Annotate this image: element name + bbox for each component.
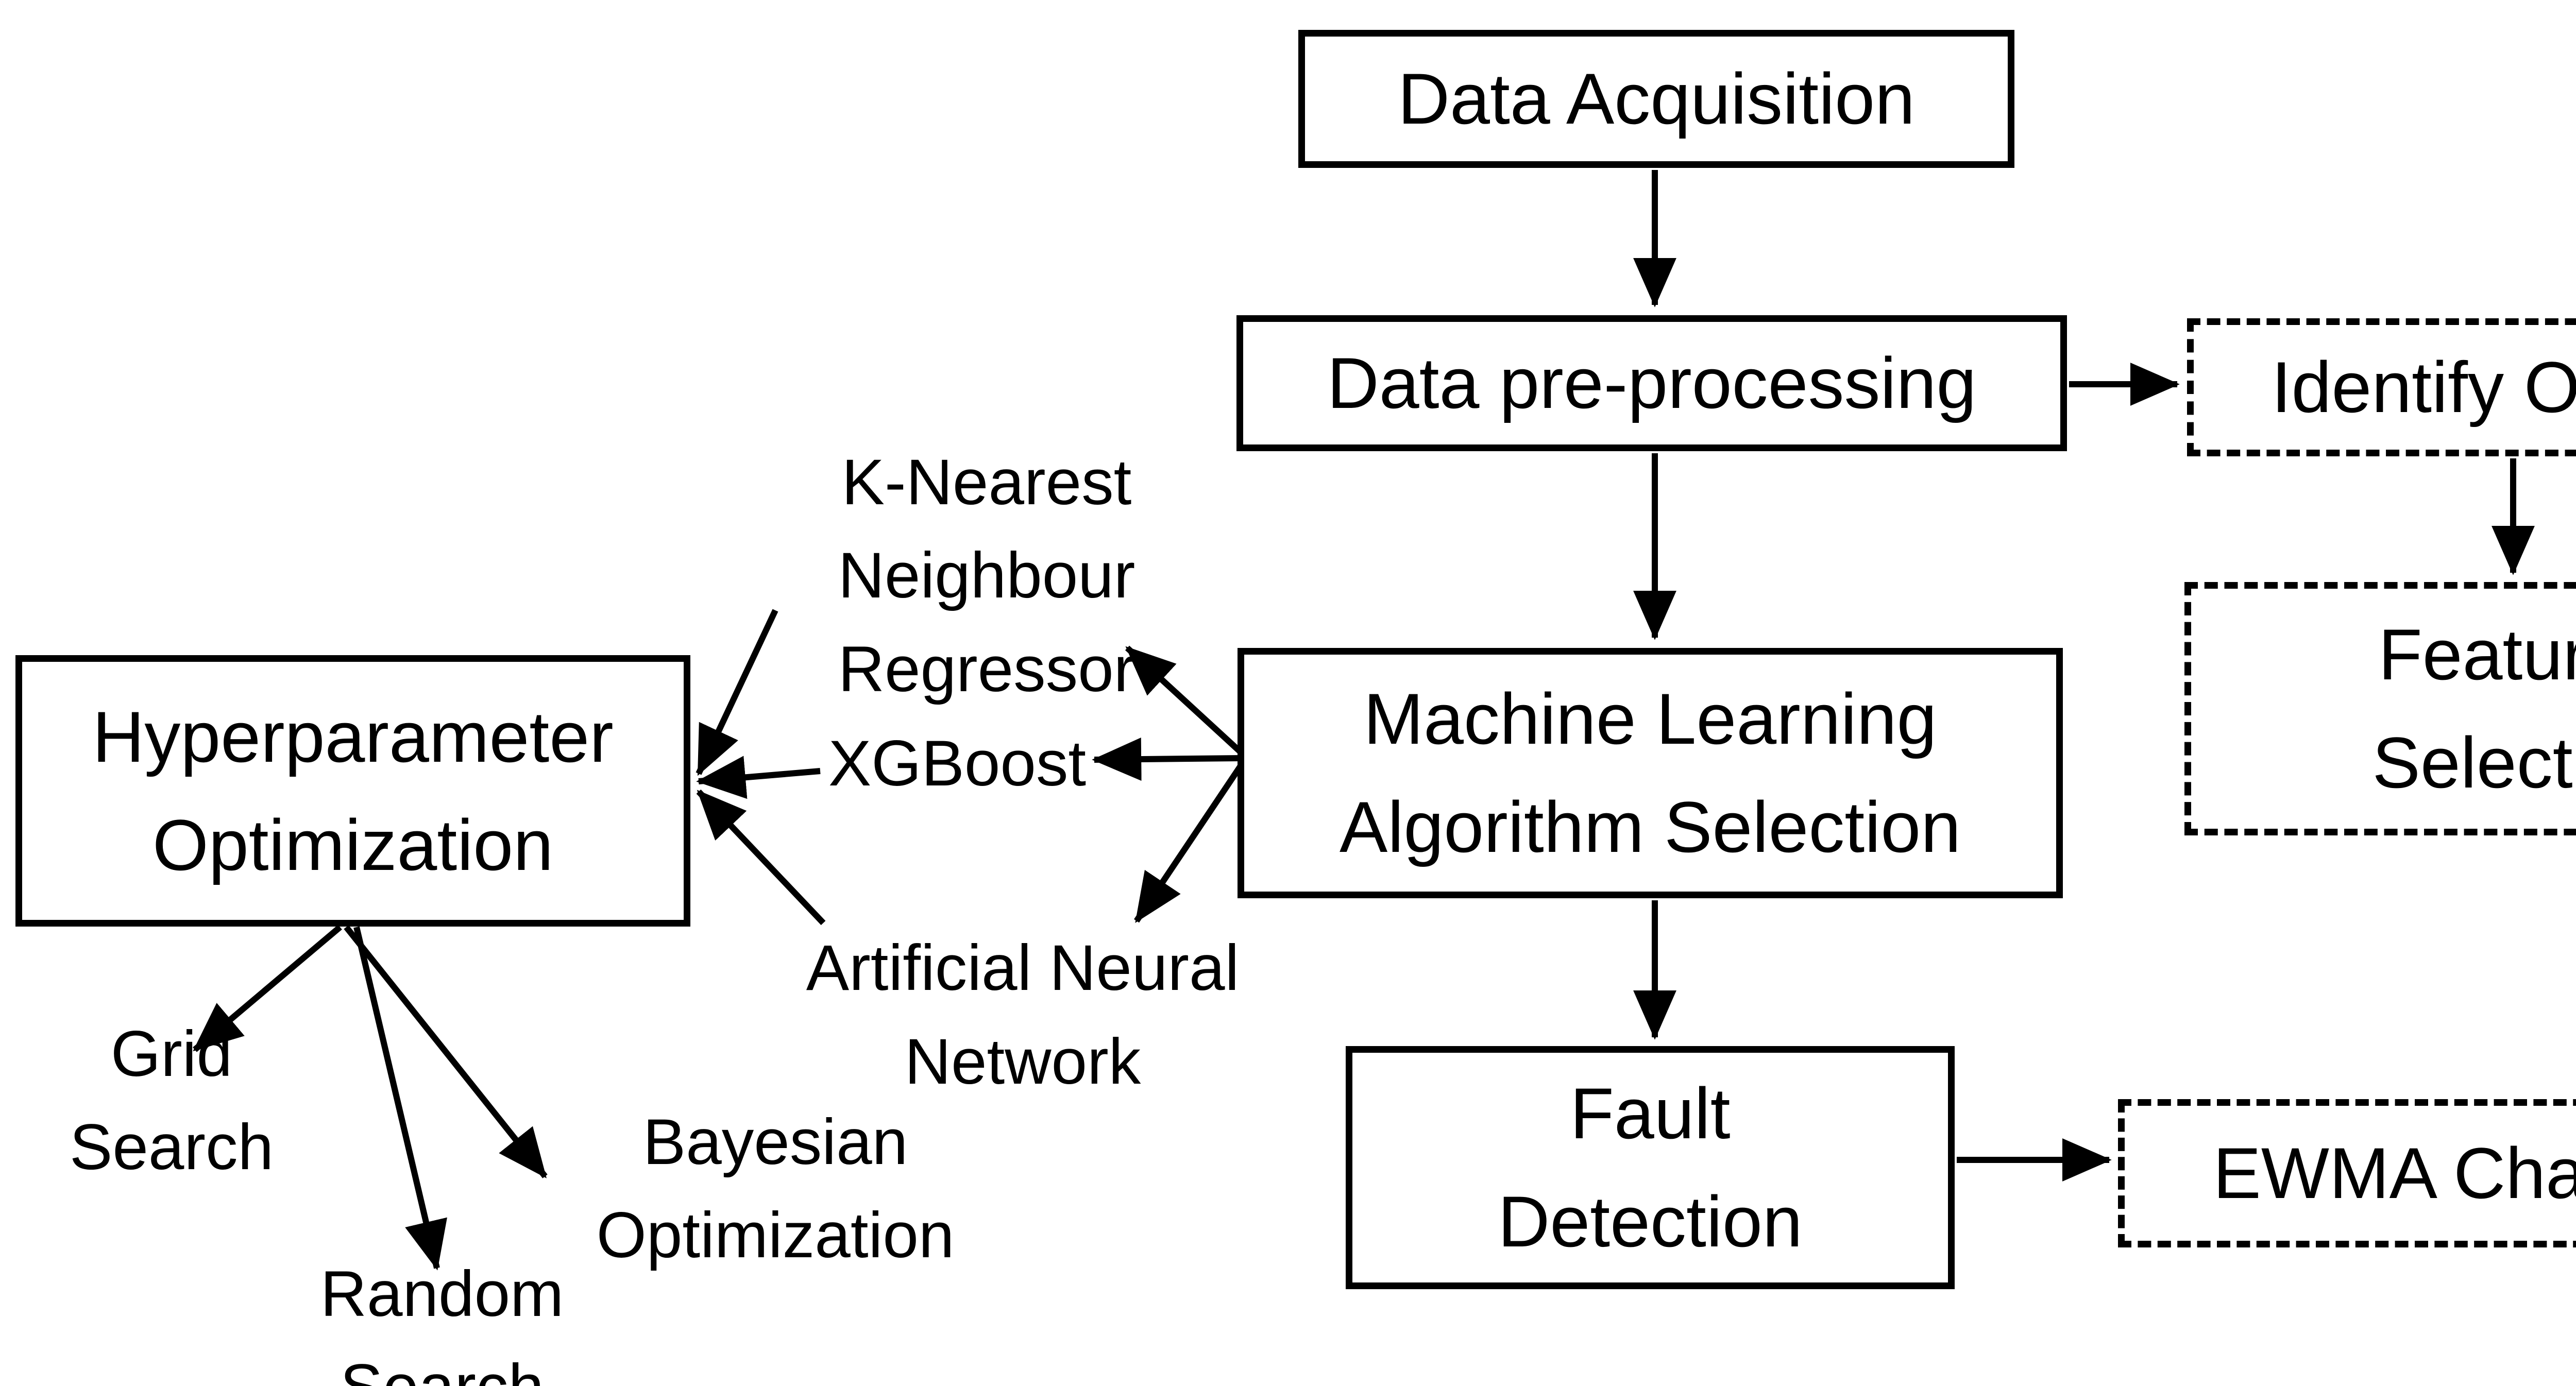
arrow-hyperparameter-to-grid-search [193,925,342,1052]
node-data-acquisition: Data Acquisition [1298,30,2014,168]
label-bayesian-optimization: Bayesian Optimization [596,1106,955,1271]
node-data-pre-processing: Data pre-processing [1236,315,2067,451]
label-xgboost: XGBoost [828,728,1087,800]
arrow-ml-to-xgboost [1092,738,1242,781]
label-knn-regressor: K-Nearest Neighbour Regressor [838,447,1136,705]
node-identify-outliers: Identify Outliers [2187,318,2576,456]
arrow-ml-to-knn [1125,645,1244,756]
node-fault-detection: Fault Detection [1346,1046,1955,1289]
arrow-hyperparameter-to-random-search [353,926,447,1271]
node-features-selection: Features Selection [2184,582,2576,835]
node-ml-algorithm-selection: Machine Learning Algorithm Selection [1238,648,2063,898]
label-grid-search: Grid Search [69,1018,274,1183]
arrow-xgboost-to-hyperparameter [696,756,821,799]
arrow-knn-to-hyperparameter [696,609,778,776]
arrow-ann-to-hyperparameter [696,789,826,926]
arrow-ml-to-ann [1134,762,1244,923]
label-random-search: Random Search [320,1258,564,1386]
node-hyperparameter-optimization: Hyperparameter Optimization [15,655,690,927]
label-artificial-neural-network: Artificial Neural Network [806,932,1240,1098]
node-ewma-chart: EWMA Chart [2118,1099,2576,1247]
arrow-hyperparameter-to-bayesian [344,925,548,1178]
